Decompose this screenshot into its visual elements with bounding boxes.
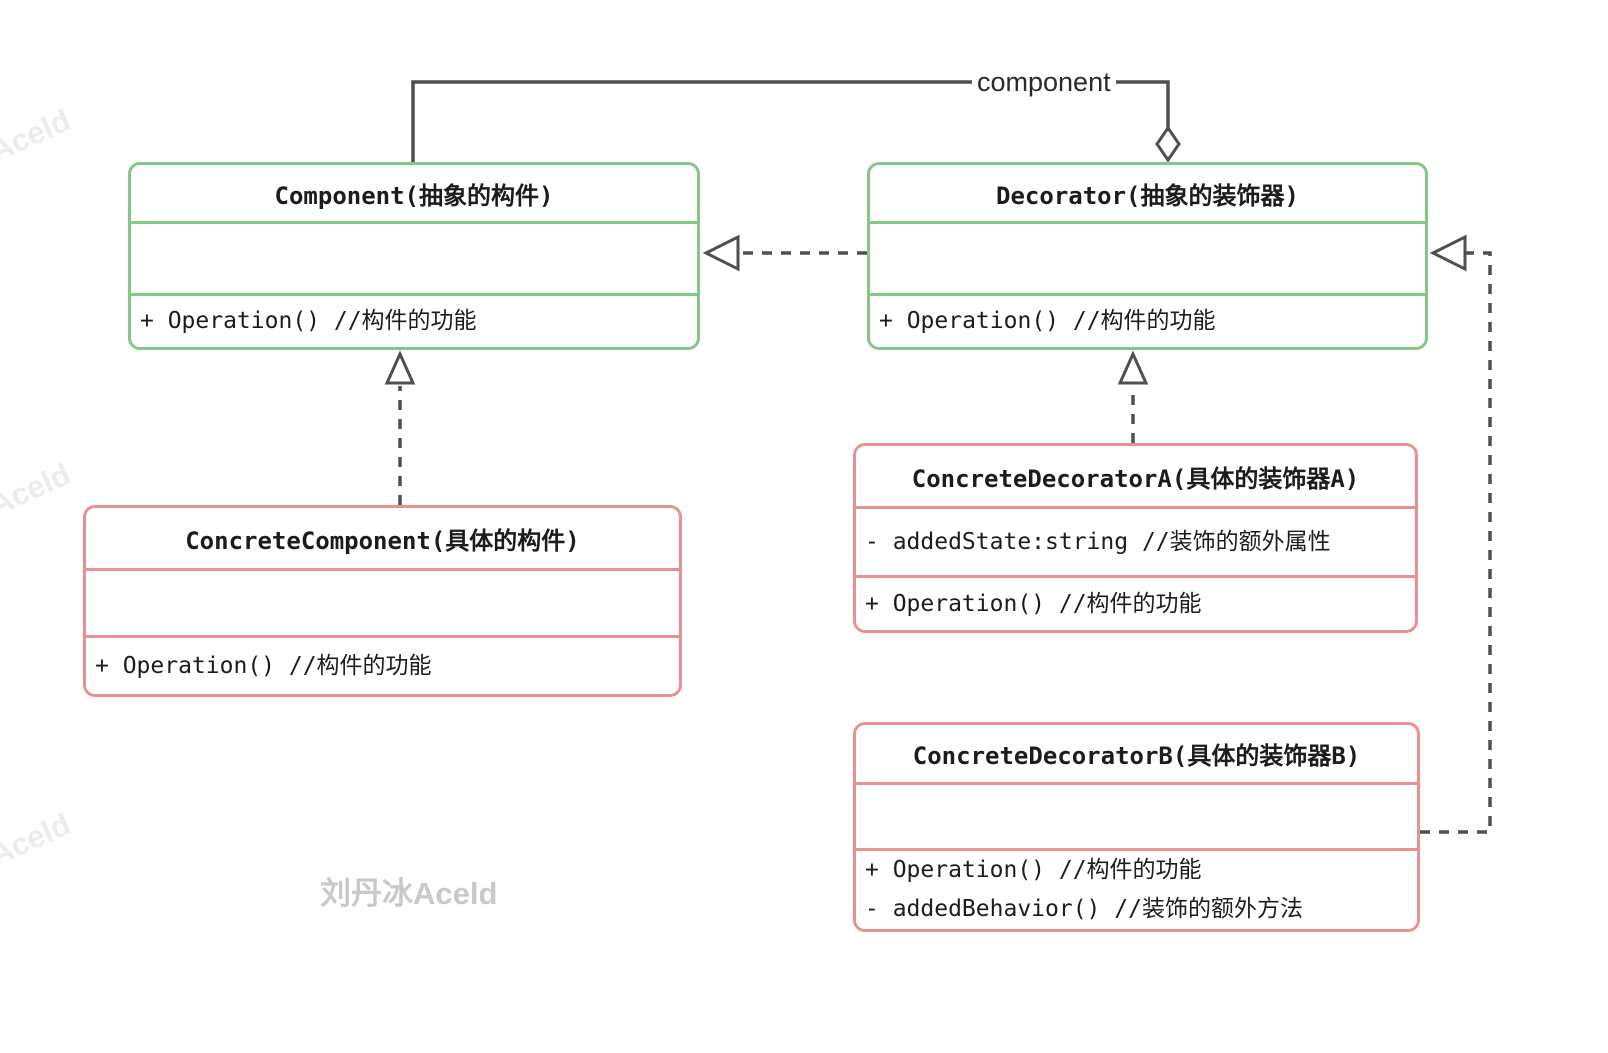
hollow-triangle-icon [384,350,416,385]
class-box-concrete-decorator-a: ConcreteDecoratorA(具体的装饰器A) - addedState… [853,443,1418,633]
association-label-component: component [972,66,1116,98]
class-title: ConcreteDecoratorB(具体的装饰器B) [912,741,1361,770]
class-box-decorator: Decorator(抽象的装饰器) + Operation() //构件的功能 [867,162,1428,350]
class-attributes-empty [870,221,1425,293]
class-methods: + Operation() //构件的功能 [870,293,1425,347]
dependency-decoratorb-to-decorator [1420,234,1492,834]
class-attributes-empty [131,221,697,293]
class-box-component: Component(抽象的构件) + Operation() //构件的功能 [128,162,700,350]
class-attributes-empty [86,568,679,635]
class-title: Decorator(抽象的装饰器) [996,181,1299,210]
method-row: + Operation() //构件的功能 [865,857,1202,883]
class-methods: + Operation() //构件的功能 [86,635,679,694]
realization-concretecomponent-to-component [384,350,416,505]
method-row: + Operation() //构件的功能 [140,308,477,334]
class-title: ConcreteComponent(具体的构件) [185,526,580,555]
method-row: + Operation() //构件的功能 [865,590,1202,617]
class-box-concrete-decorator-b: ConcreteDecoratorB(具体的装饰器B) + Operation(… [853,722,1420,932]
open-arrowhead-icon [702,234,740,272]
aggregation-diamond-icon [1155,125,1181,163]
method-row: + Operation() //构件的功能 [879,308,1216,334]
class-methods: + Operation() //构件的功能 [131,293,697,347]
attribute-row: - addedState:string //装饰的额外属性 [865,528,1331,555]
class-box-concrete-component: ConcreteComponent(具体的构件) + Operation() /… [83,505,682,697]
method-row: + Operation() //构件的功能 [95,652,432,679]
aggregation-connector [411,80,1181,163]
realization-decoratora-to-decorator [1117,350,1149,443]
class-methods: + Operation() //构件的功能 - addedBehavior() … [856,848,1417,929]
hollow-triangle-icon [1117,350,1149,385]
dependency-decorator-to-component [702,234,867,272]
method-row: - addedBehavior() //装饰的额外方法 [865,896,1303,922]
class-attributes: - addedState:string //装饰的额外属性 [856,506,1415,575]
watermark-liudanbing: 刘丹冰Aceld [320,876,498,911]
class-title: ConcreteDecoratorA(具体的装饰器A) [911,464,1360,493]
class-attributes-empty [856,781,1417,848]
class-title: Component(抽象的构件) [274,181,554,210]
class-methods: + Operation() //构件的功能 [856,575,1415,630]
open-arrowhead-icon [1429,234,1467,272]
